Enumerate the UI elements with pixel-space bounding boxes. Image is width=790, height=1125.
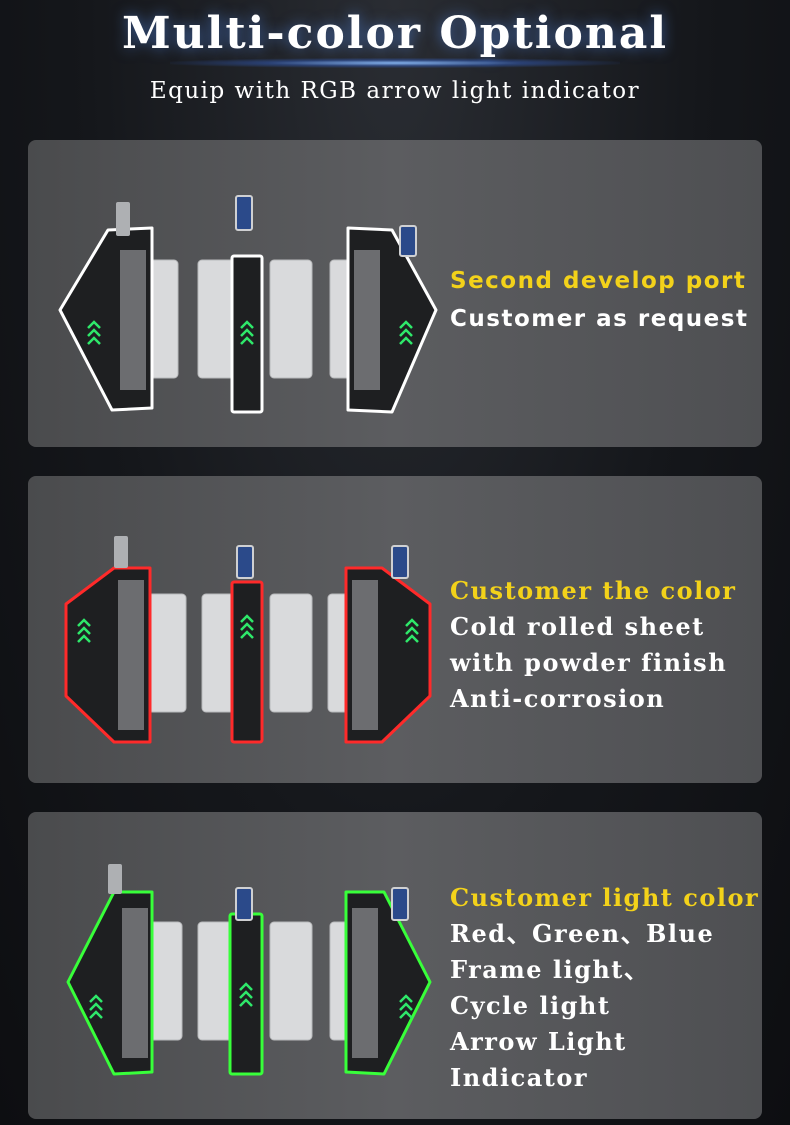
turnstile-gate-image	[66, 864, 432, 1076]
page-title: Multi-color Optional	[121, 8, 669, 59]
right-cabinet	[344, 890, 432, 1076]
center-cabinet	[230, 254, 264, 414]
arrow-indicator-icon	[87, 320, 413, 345]
left-cabinet	[58, 226, 154, 412]
feature-heading: Customer light color	[450, 883, 760, 912]
page-header: Multi-color Optional Equip with RGB arro…	[0, 0, 790, 130]
feature-line: Cold rolled sheet	[450, 612, 705, 641]
feature-line: Cycle light	[450, 991, 611, 1020]
arrow-indicator-icon	[77, 614, 419, 643]
face-recognition-terminal-icon	[114, 536, 409, 579]
page-subtitle: Equip with RGB arrow light indicator	[149, 78, 641, 104]
feature-text: Second develop port Customer as request	[450, 262, 748, 338]
face-recognition-terminal-icon	[116, 195, 417, 257]
center-cabinet	[230, 580, 264, 744]
center-cabinet	[228, 912, 264, 1076]
feature-line: Indicator	[450, 1063, 588, 1092]
arrow-indicator-icon	[89, 982, 413, 1019]
right-cabinet	[344, 566, 432, 744]
feature-line: Anti-corrosion	[450, 684, 666, 713]
feature-line: Red、Green、Blue	[450, 919, 715, 948]
feature-card-white-frame: Second develop port Customer as request	[28, 140, 762, 447]
face-recognition-terminal-icon	[108, 864, 409, 921]
left-cabinet	[66, 890, 154, 1076]
feature-line: Arrow Light	[450, 1027, 627, 1056]
feature-line: Customer as request	[450, 306, 749, 332]
turnstile-gate-image	[58, 195, 438, 414]
turnstile-gate-image	[64, 536, 432, 744]
feature-text: Customer the color Cold rolled sheet wit…	[450, 573, 736, 717]
feature-card-red-frame: Customer the color Cold rolled sheet wit…	[28, 476, 762, 783]
feature-card-green-frame: Customer light color Red、Green、Blue Fram…	[28, 812, 762, 1119]
feature-text: Customer light color Red、Green、Blue Fram…	[450, 880, 759, 1096]
feature-line: Frame light、	[450, 955, 650, 984]
feature-heading: Customer the color	[450, 576, 737, 605]
title-glow	[170, 58, 620, 68]
left-cabinet	[64, 566, 152, 744]
feature-line: with powder finish	[450, 648, 728, 677]
right-cabinet	[346, 226, 438, 414]
feature-heading: Second develop port	[450, 268, 747, 294]
